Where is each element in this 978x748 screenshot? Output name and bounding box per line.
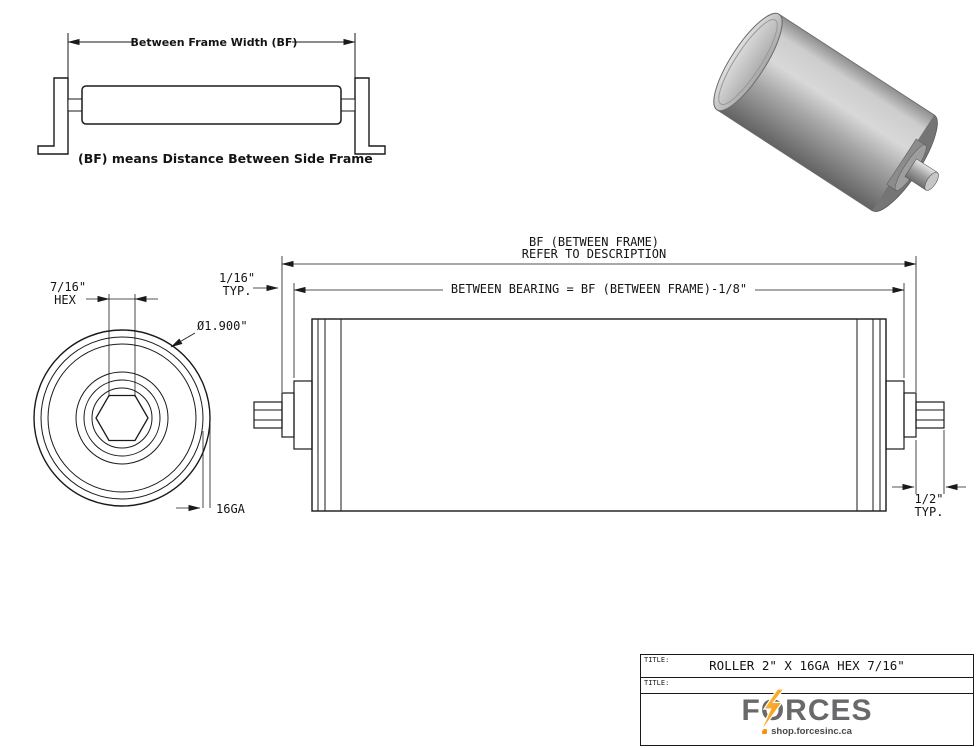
drawing-title: ROLLER 2" X 16GA HEX 7/16" [709, 658, 905, 673]
outer-diameter-circle [33, 329, 211, 507]
website-bullet-icon [762, 728, 768, 734]
hex-dim-text-2: HEX [54, 293, 76, 307]
diameter-leader [170, 332, 196, 348]
roller-end-view [33, 294, 211, 512]
title-row: TITLE: ROLLER 2" X 16GA HEX 7/16" [641, 655, 973, 678]
inset-caption: (BF) means Distance Between Side Frame [78, 151, 373, 166]
hex-dimension [86, 294, 158, 397]
bf-dimension [281, 256, 917, 392]
inset-roller-body [81, 85, 342, 125]
diameter-label: Ø1.900" [197, 319, 248, 333]
forces-logo: FORCES [741, 688, 873, 734]
hex-bore [95, 394, 149, 442]
title-row-2: TITLE: [641, 678, 973, 694]
left-side-frame [37, 77, 69, 155]
brand-letters-rces: RCES [785, 694, 873, 727]
left-bearing-shaft [253, 380, 313, 450]
right-side-frame [354, 77, 386, 155]
roller-3d-render [713, 12, 939, 212]
right-bearing-shaft [885, 380, 945, 450]
gap-dim-text-2: TYP. [223, 284, 252, 298]
hex-dim-text-1: 7/16" [50, 280, 86, 294]
inset-diagram [37, 33, 386, 155]
lightning-bolt-icon [759, 688, 786, 734]
gauge-callout [176, 424, 211, 512]
brand-letter-o: O [759, 688, 786, 734]
gauge-label: 16GA [216, 502, 246, 516]
inset-dimension-label: Between Frame Width (BF) [131, 36, 298, 49]
logo-area: FORCES shop.forcesinc.ca [641, 688, 973, 737]
roller-side-view [253, 256, 966, 512]
shaft-dim-text-1: 1/2" [915, 492, 944, 506]
bf-dim-text-1: BF (BETWEEN FRAME) [529, 235, 659, 249]
title-block: TITLE: ROLLER 2" X 16GA HEX 7/16" TITLE:… [640, 654, 974, 746]
roller-end-cap-3d [713, 12, 783, 112]
website-text: shop.forcesinc.ca [771, 726, 852, 737]
website-line: shop.forcesinc.ca [641, 726, 973, 737]
shaft-dimension [892, 430, 966, 494]
title-field-label: TITLE: [644, 656, 670, 664]
roller-tube [311, 318, 887, 512]
right-axle-stub [340, 98, 356, 112]
title-field-label-2: TITLE: [644, 679, 670, 687]
brand-letter-f: F [741, 694, 761, 727]
between-bearing-dimension [293, 283, 905, 378]
left-axle-stub [67, 98, 83, 112]
shaft-dim-text-2: TYP. [915, 505, 944, 519]
between-bearing-label: BETWEEN BEARING = BF (BETWEEN FRAME)-1/8… [451, 282, 747, 296]
gap-dim-text-1: 1/16" [219, 271, 255, 285]
bf-dim-text-2: REFER TO DESCRIPTION [522, 247, 667, 261]
